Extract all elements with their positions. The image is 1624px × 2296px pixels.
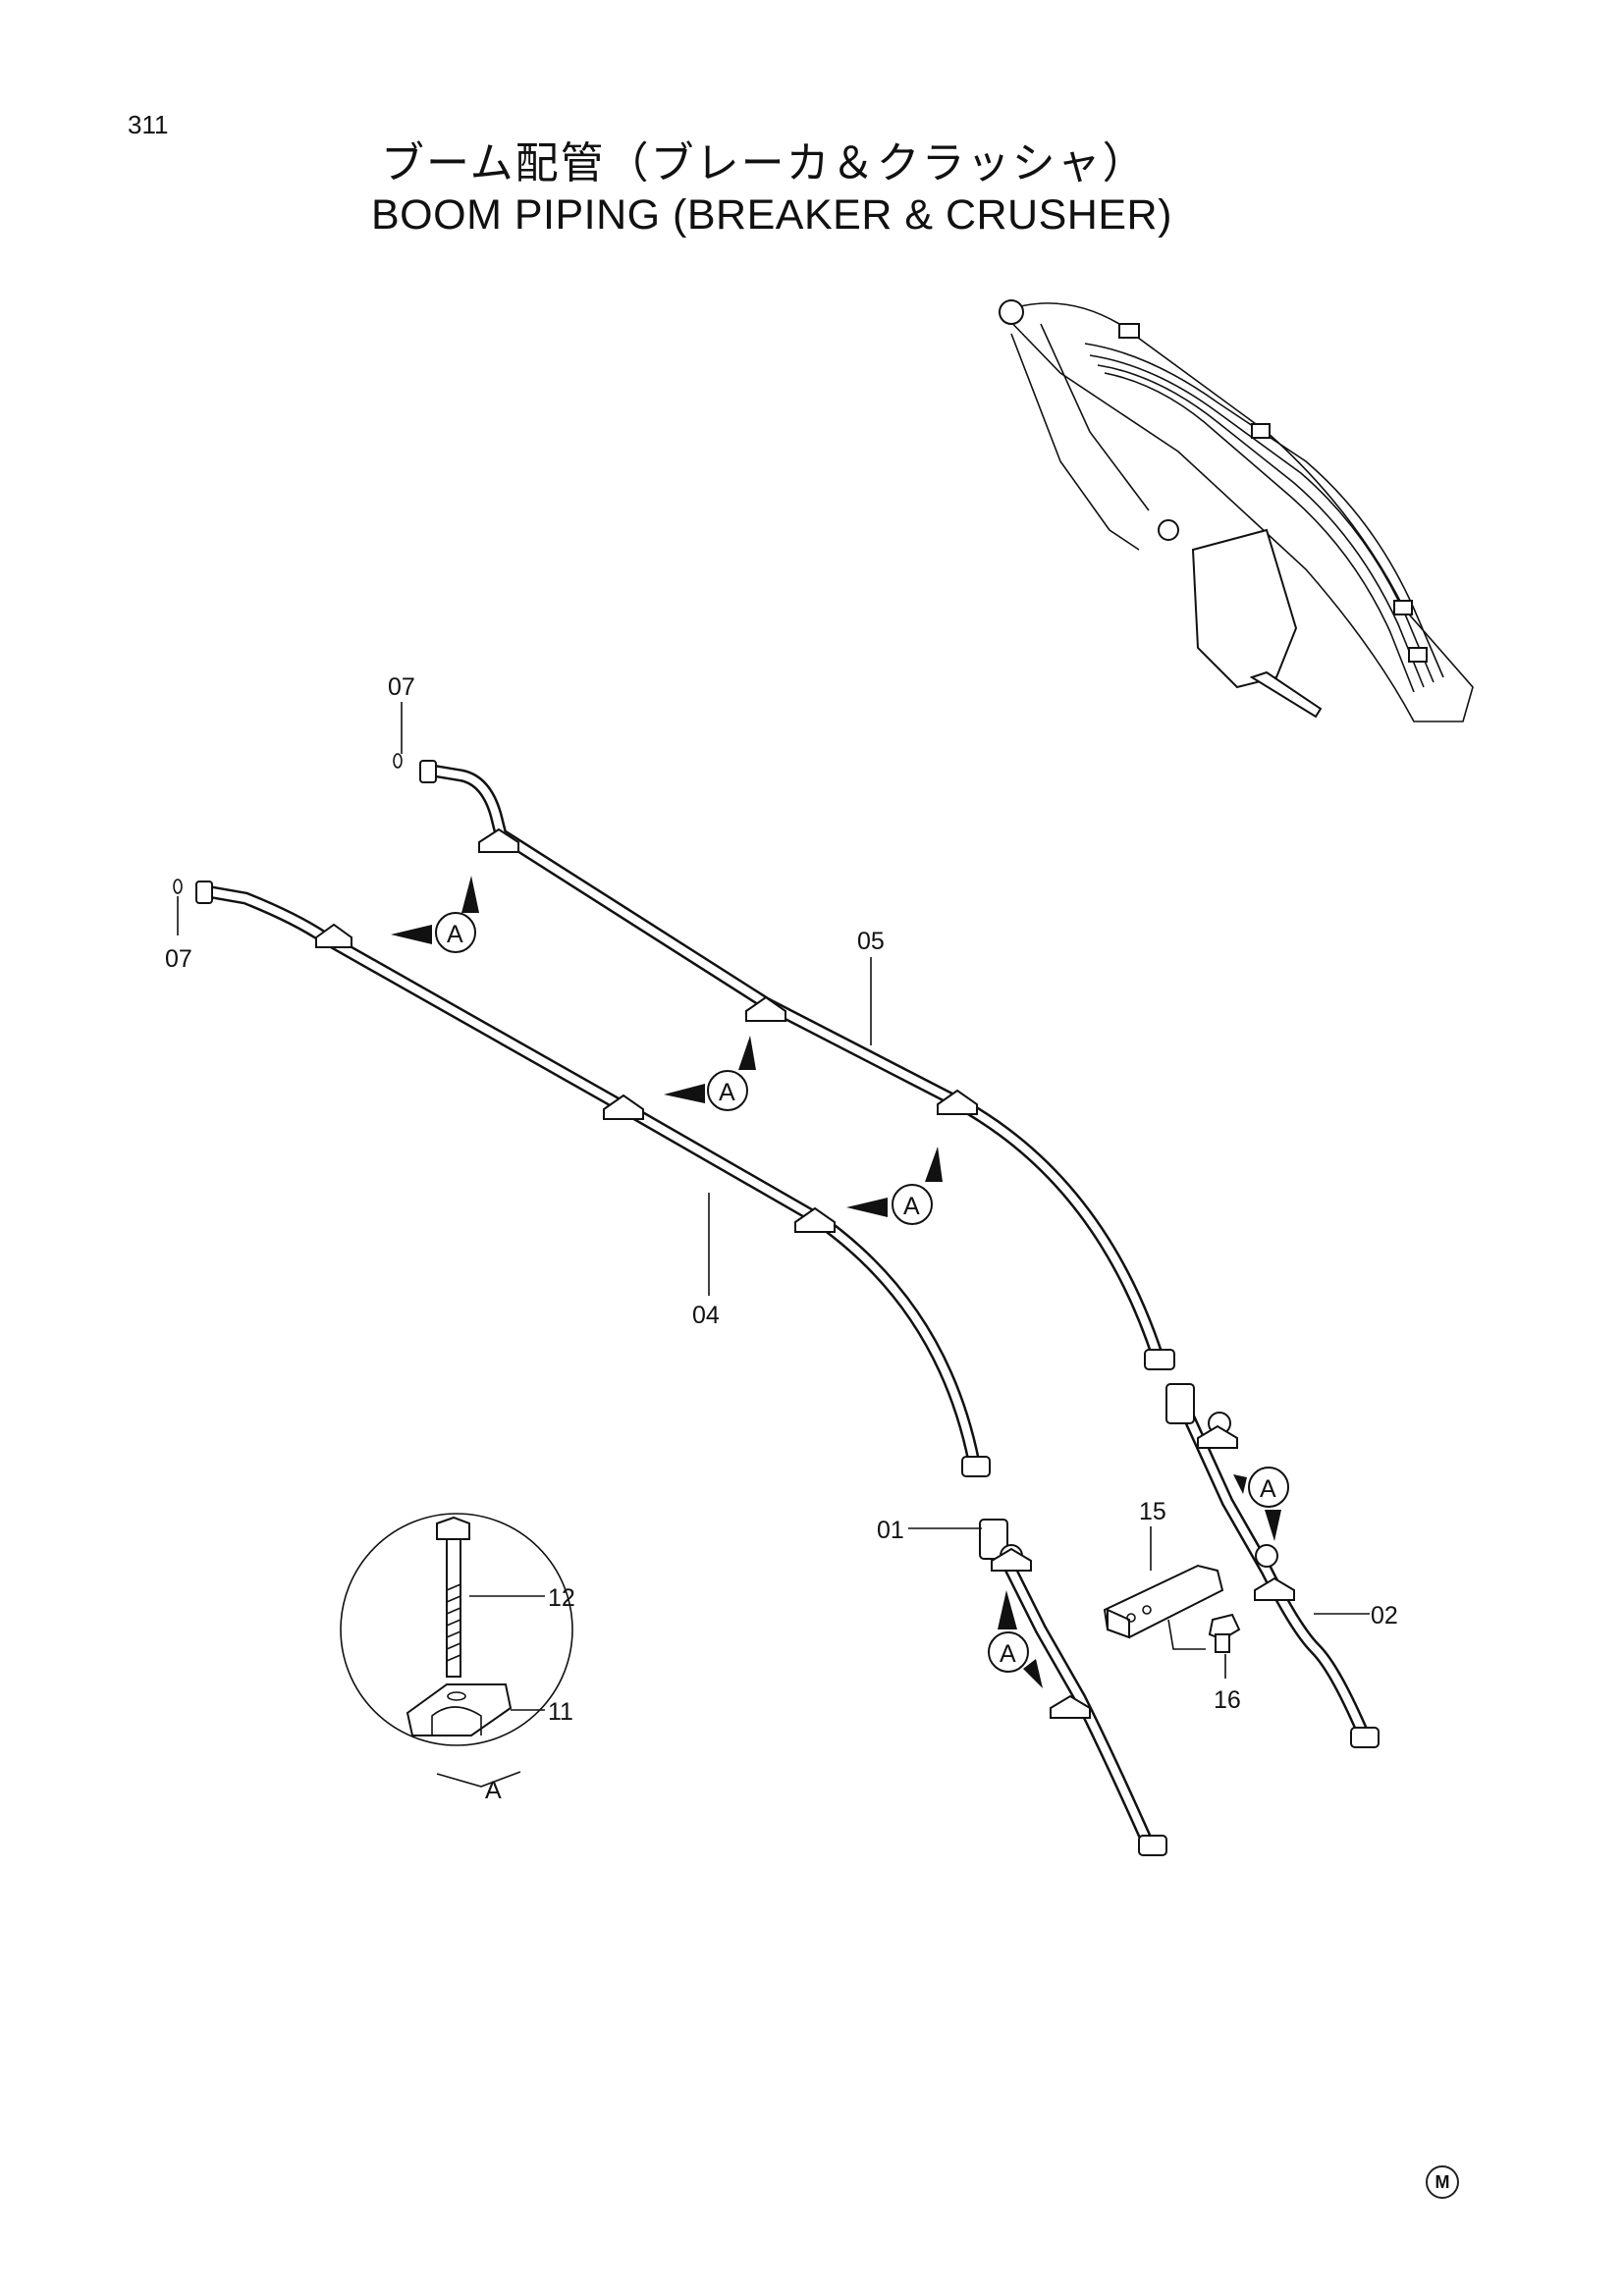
callout-12: 12	[548, 1584, 575, 1612]
callout-01: 01	[877, 1517, 904, 1544]
title-japanese: ブーム配管（ブレーカ＆クラッシャ）	[381, 138, 1148, 188]
pipe-05	[419, 760, 1175, 1370]
leader-lines	[177, 702, 1370, 1679]
pipe-clamps	[315, 828, 1295, 1719]
callout-04: 04	[692, 1302, 720, 1329]
callout-15: 15	[1139, 1498, 1166, 1525]
callout-02: 02	[1371, 1602, 1398, 1629]
callout-numbers: 07 07 05 04 01 02 15 16 12 11 A	[165, 673, 1398, 1804]
callout-05: 05	[857, 928, 885, 955]
clamp-11	[406, 1683, 513, 1736]
view-marker-a-4: A	[1000, 1640, 1016, 1668]
view-marker-a-3: A	[903, 1193, 920, 1220]
view-markers: A A A A A	[391, 876, 1289, 1688]
bolt-12	[436, 1516, 470, 1678]
callout-07-upper: 07	[388, 673, 415, 701]
o-ring-upper	[393, 753, 403, 769]
callout-07-lower: 07	[165, 945, 192, 973]
view-marker-a-5: A	[1260, 1475, 1276, 1503]
bolt-16	[1208, 1613, 1241, 1653]
bracket-15	[1103, 1564, 1224, 1639]
view-marker-a-2: A	[719, 1079, 735, 1106]
o-ring-lower	[173, 879, 183, 894]
detail-label-a: A	[485, 1777, 502, 1804]
callout-11: 11	[548, 1698, 573, 1726]
boom-overview-inset	[999, 299, 1474, 722]
detail-view-a	[340, 1513, 573, 1788]
callout-16: 16	[1214, 1686, 1241, 1714]
corner-mark: M	[1426, 2165, 1459, 2199]
page-number: 311	[128, 110, 169, 139]
pipe-01	[979, 1519, 1167, 1856]
leader-bracket-bolt	[1167, 1619, 1206, 1650]
title-english: BOOM PIPING (BREAKER & CRUSHER)	[371, 191, 1172, 239]
view-marker-a-1: A	[447, 921, 463, 948]
